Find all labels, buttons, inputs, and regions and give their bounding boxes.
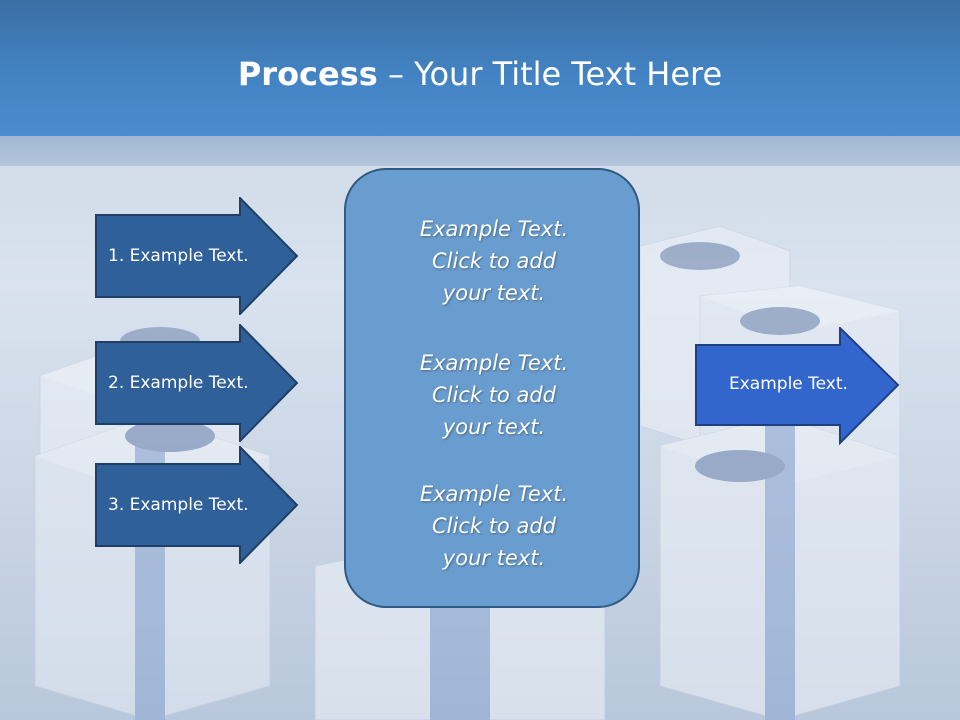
step-label: 3. Example Text. <box>108 495 249 515</box>
panel-line: your text. <box>442 281 546 305</box>
arrow-shape <box>95 446 299 564</box>
title-bold: Process <box>237 55 378 93</box>
result-arrow[interactable]: Example Text. <box>695 327 900 445</box>
arrow-shape <box>695 327 900 445</box>
result-label: Example Text. <box>729 374 848 394</box>
panel-line: Example Text. <box>419 217 569 241</box>
step-label: 2. Example Text. <box>108 373 249 393</box>
panel-line: Click to add <box>431 383 556 407</box>
title-rest: – Your Title Text Here <box>377 55 723 93</box>
header-band <box>0 136 960 166</box>
arrow-shape <box>95 197 299 315</box>
panel-line: Click to add <box>431 249 556 273</box>
step-arrow-2[interactable]: 2. Example Text. <box>95 324 299 442</box>
panel-line: your text. <box>442 546 546 570</box>
panel-line: Click to add <box>431 514 556 538</box>
panel-text-2[interactable]: Example Text. Click to add your text. <box>346 347 642 443</box>
panel-line: your text. <box>442 415 546 439</box>
step-arrow-1[interactable]: 1. Example Text. <box>95 197 299 315</box>
panel-line: Example Text. <box>419 351 569 375</box>
slide-title[interactable]: Process – Your Title Text Here <box>0 52 960 96</box>
step-label: 1. Example Text. <box>108 246 249 266</box>
title-bar <box>0 0 960 136</box>
panel-text-1[interactable]: Example Text. Click to add your text. <box>346 213 642 309</box>
panel-text-3[interactable]: Example Text. Click to add your text. <box>346 478 642 574</box>
arrow-shape <box>95 324 299 442</box>
process-panel[interactable]: Example Text. Click to add your text. Ex… <box>344 168 640 608</box>
panel-line: Example Text. <box>419 482 569 506</box>
step-arrow-3[interactable]: 3. Example Text. <box>95 446 299 564</box>
